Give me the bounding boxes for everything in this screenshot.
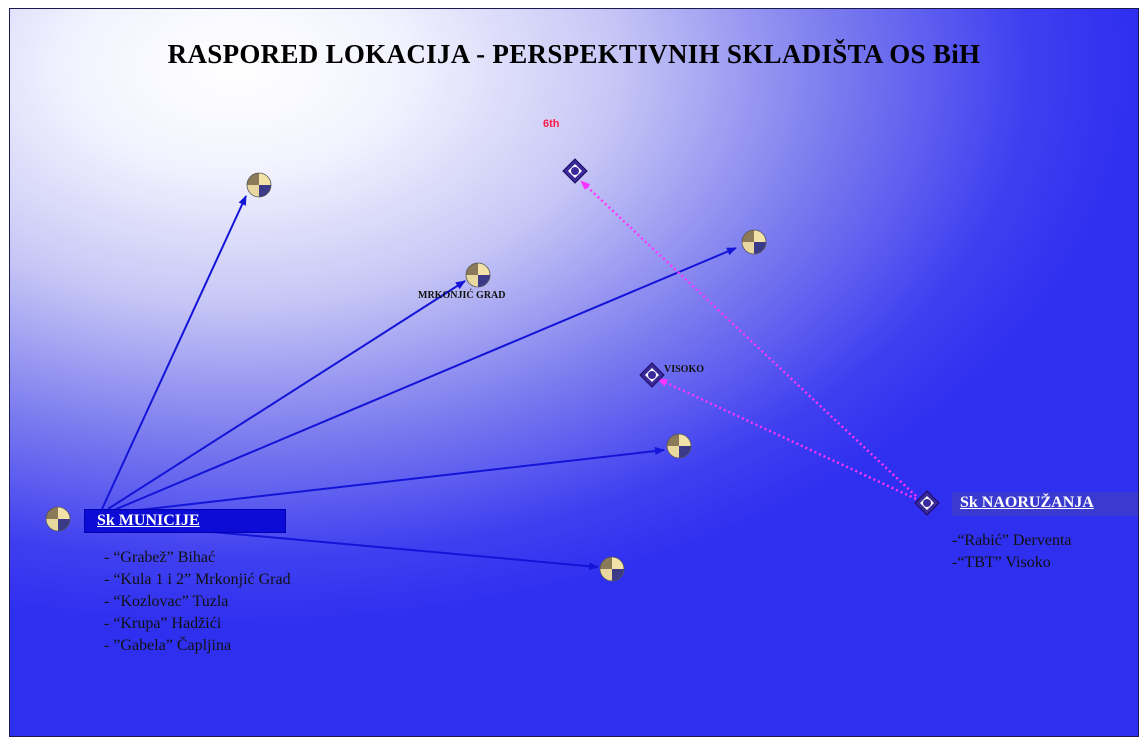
label-mrkonjic-grad: MRKONJIĆ GRAD: [418, 290, 506, 301]
naoruzanja-heading: Sk NAORUŽANJA: [952, 492, 1138, 516]
arrow-to-capljina: [179, 528, 599, 571]
list-item: - “Grabež” Bihać: [104, 549, 216, 566]
globe-quarter-icon: [465, 262, 491, 288]
arrows-layer: [101, 180, 917, 571]
arrow-to-6th: [580, 180, 917, 497]
list-item: - “Kula 1 i 2” Mrkonjić Grad: [104, 571, 291, 588]
list-item: - ”Gabela” Čapljina: [104, 637, 232, 654]
list-item: -“TBT” Visoko: [952, 554, 1051, 571]
arrow-to-tuzla: [113, 247, 737, 511]
slide-title: RASPORED LOKACIJA - PERSPEKTIVNIH SKLADI…: [167, 39, 981, 69]
globe-quarter-icon: [246, 172, 272, 198]
globe-quarter-icon: [45, 506, 71, 532]
diamond-target-icon: [914, 490, 940, 516]
label-visoko: VISOKO: [664, 364, 705, 375]
globe-quarter-icon: [599, 556, 625, 582]
list-item: -“Rabić” Derventa: [952, 532, 1072, 549]
label-6th: 6th: [543, 118, 560, 130]
globe-quarter-icon: [741, 229, 767, 255]
arrow-to-bihac: [101, 195, 247, 510]
list-item: - “Krupa” Hadžići: [104, 615, 222, 632]
slide-canvas: RASPORED LOKACIJA - PERSPEKTIVNIH SKLADI…: [9, 8, 1139, 737]
municije-heading: Sk MUNICIJE: [84, 509, 286, 533]
diamond-target-icon: [639, 362, 665, 388]
municije-list: - “Grabež” Bihać - “Kula 1 i 2” Mrkonjić…: [104, 547, 291, 657]
diamond-target-icon: [562, 158, 588, 184]
naoruzanja-list: -“Rabić” Derventa -“TBT” Visoko: [952, 530, 1071, 574]
arrow-to-visoko: [657, 377, 917, 501]
globe-quarter-icon: [666, 433, 692, 459]
arrow-to-mrkonjic: [107, 280, 466, 510]
list-item: - “Kozlovac” Tuzla: [104, 593, 229, 610]
arrow-to-hadzici: [121, 447, 665, 513]
